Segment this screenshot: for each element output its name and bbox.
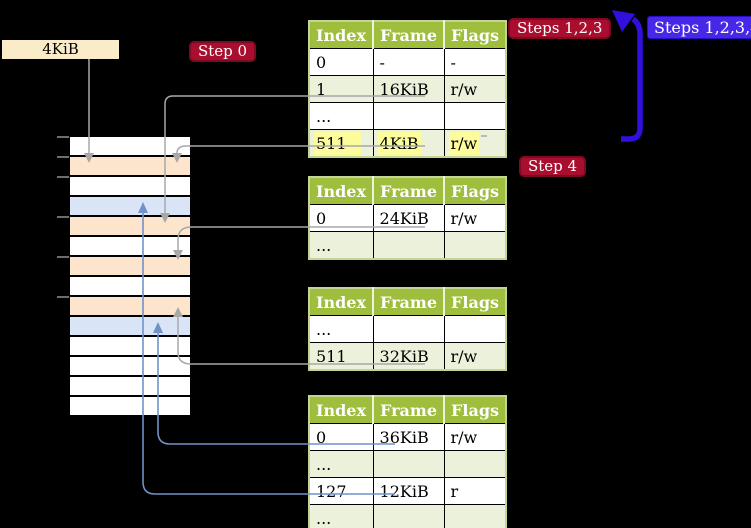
table-row: 127 12KiB r (308, 477, 507, 505)
memory-frame-row (70, 357, 190, 375)
column-header-index: Index (309, 288, 375, 316)
cell-frame (372, 450, 445, 478)
step-0-badge: Step 0 (189, 41, 257, 62)
highlight: r/w (450, 133, 478, 153)
page-size-box: 4KiB (2, 40, 119, 59)
cell-flags (443, 102, 507, 130)
physical-memory-strip (70, 137, 190, 417)
cell-flags: - (443, 48, 507, 76)
table-row: 0 36KiB r/w (308, 423, 507, 451)
cell-frame: 24KiB (372, 204, 445, 232)
cell-index: 127 (308, 477, 374, 505)
column-header-frame: Frame (373, 288, 446, 316)
cell-flags: r/w (443, 423, 507, 451)
cell-flags: r/w (443, 129, 507, 158)
table-row: 0 24KiB r/w (308, 204, 507, 232)
column-header-flags: Flags (444, 177, 507, 205)
cell-frame: 16KiB (372, 75, 445, 103)
cell-index: ... (308, 231, 374, 260)
cell-index: 511 (308, 342, 374, 371)
steps-1234-badge: Steps 1,2,3,4 (647, 16, 751, 39)
arrowhead-up-left-icon (612, 10, 635, 32)
memory-frame-row (70, 397, 190, 415)
column-header-frame: Frame (373, 177, 446, 205)
table-header-row: Index Frame Flags (309, 21, 507, 49)
cell-index: 0 (308, 204, 374, 232)
table-row: ... (308, 450, 507, 478)
column-header-flags: Flags (444, 396, 507, 424)
tick-mark (57, 156, 69, 158)
cell-index: 0 (308, 423, 374, 451)
cell-frame: 36KiB (372, 423, 445, 451)
tick-mark (57, 296, 69, 298)
tick-mark (57, 216, 69, 218)
memory-frame-row (70, 377, 190, 395)
table-row: ... (308, 315, 507, 343)
highlight: 4KiB (379, 133, 419, 153)
page-table-level-1: Index Frame Flags 0 36KiB r/w ... 127 12… (308, 395, 508, 528)
page-table-level-3: Index Frame Flags 0 24KiB r/w ... (308, 176, 508, 260)
cell-flags: r/w (443, 342, 507, 371)
cell-frame: 12KiB (372, 477, 445, 505)
cell-flags (443, 315, 507, 343)
page-table-level-4: Index Frame Flags 0 - - 1 16KiB r/w ... (308, 20, 508, 158)
cell-flags (443, 231, 507, 260)
memory-frame-row (70, 257, 190, 275)
cell-frame (372, 231, 445, 260)
cell-index: 0 (308, 48, 374, 76)
cell-index: ... (308, 315, 374, 343)
memory-frame-row (70, 237, 190, 255)
cell-flags (443, 504, 507, 528)
column-header-index: Index (309, 177, 375, 205)
step-4-badge: Step 4 (519, 156, 587, 177)
cell-index: 511 (308, 129, 374, 158)
memory-frame-row (70, 277, 190, 295)
table-row: 1 16KiB r/w (308, 75, 507, 103)
cell-frame (372, 504, 445, 528)
tick-mark (57, 176, 69, 178)
memory-frame-row (70, 177, 190, 195)
table-row: ... (308, 504, 507, 528)
memory-frame-row (70, 297, 190, 315)
memory-frame-row (70, 317, 190, 335)
tick-mark (57, 256, 69, 258)
page-table-level-2: Index Frame Flags ... 511 32KiB r/w (308, 287, 508, 371)
column-header-index: Index (309, 21, 375, 49)
memory-frame-row (70, 157, 190, 175)
column-header-index: Index (309, 396, 375, 424)
table-header-row: Index Frame Flags (309, 177, 507, 205)
cell-frame: 4KiB (372, 129, 445, 158)
tick-mark (57, 136, 69, 138)
column-header-flags: Flags (444, 21, 507, 49)
table-row: 511 32KiB r/w (308, 342, 507, 371)
cell-frame: 32KiB (372, 342, 445, 371)
table-row: ... (308, 102, 507, 130)
memory-frame-row (70, 137, 190, 155)
cell-index: ... (308, 450, 374, 478)
highlight: 511 (316, 133, 359, 153)
memory-frame-row (70, 217, 190, 235)
table-row-highlighted: 511 4KiB r/w (308, 129, 507, 158)
cell-flags: r/w (443, 204, 507, 232)
cell-index: ... (308, 102, 374, 130)
memory-frame-row (70, 337, 190, 355)
cell-index: 1 (308, 75, 374, 103)
steps-123-badge: Steps 1,2,3 (508, 18, 612, 39)
table-row: ... (308, 231, 507, 260)
memory-frame-row (70, 197, 190, 215)
column-header-flags: Flags (444, 288, 507, 316)
cell-flags (443, 450, 507, 478)
cell-index: ... (308, 504, 374, 528)
table-row: 0 - - (308, 48, 507, 76)
cell-flags: r (443, 477, 507, 505)
column-header-frame: Frame (373, 396, 446, 424)
cell-flags: r/w (443, 75, 507, 103)
table-header-row: Index Frame Flags (309, 396, 507, 424)
cell-frame: - (372, 48, 445, 76)
table-header-row: Index Frame Flags (309, 288, 507, 316)
column-header-frame: Frame (373, 21, 446, 49)
cell-frame (372, 102, 445, 130)
loop-arrow (621, 16, 643, 142)
cell-frame (372, 315, 445, 343)
